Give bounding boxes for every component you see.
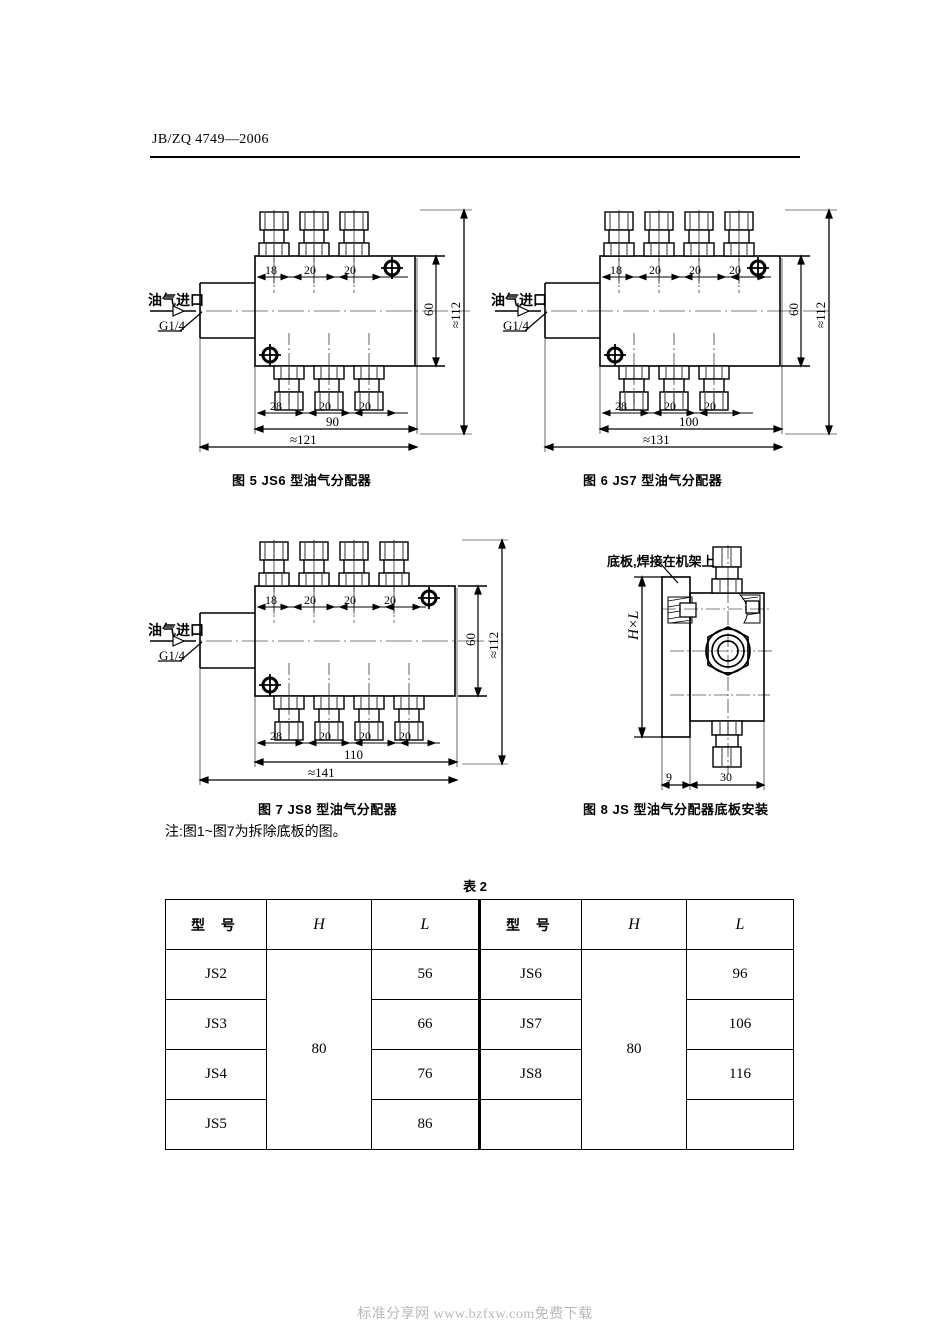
cell-l-right: 116 [686,1049,794,1100]
figure-8-plate-label: 底板,焊接在机架上 [607,554,715,569]
svg-text:≈131: ≈131 [643,432,670,447]
figure-7-thread-label: G1/4 [159,648,185,663]
svg-text:28: 28 [615,399,627,413]
table-row: JS5 86 [165,1099,794,1150]
svg-text:20: 20 [704,399,716,413]
header-rule [150,156,800,158]
mounting-hole-symbol [604,344,626,366]
mounting-hole-symbol [259,674,281,696]
col-header-model-right: 型 号 [478,899,582,950]
cell-l-right-empty [686,1099,794,1150]
svg-text:20: 20 [319,729,331,743]
fig8-dim-left-value: 9 [666,770,672,784]
figure-6-drawing: 18 20 20 20 28 20 20 100 [485,198,850,463]
cell-model-left: JS2 [165,949,267,1000]
specification-table: 型 号 H L 型 号 H L JS2 80 56 JS6 80 96 JS3 … [165,899,794,1150]
figure-8-caption: 图 8 JS 型油气分配器底板安装 [583,802,769,817]
dim-height-inner: 60 [421,303,436,316]
cell-model-right: JS8 [478,1049,582,1100]
svg-text:20: 20 [344,593,356,607]
figure-7-caption: 图 7 JS8 型油气分配器 [258,802,398,817]
cell-h-left: 80 [266,949,372,1150]
page-header-standard-code: JB/ZQ 4749—2006 [152,132,269,147]
col-header-l-right: L [686,899,794,950]
figure-6-inlet-label: 油气进口 [491,292,547,308]
figure-7-drawing: 18 20 20 20 28 20 20 20 110 [140,528,510,803]
mounting-hole-symbol [381,257,403,279]
dim-bot-2: 20 [319,399,331,413]
figure-5-inlet-label: 油气进口 [148,292,204,308]
svg-text:≈112: ≈112 [486,632,501,658]
col-header-h-left: H [266,899,372,950]
figure-6-caption: 图 6 JS7 型油气分配器 [583,473,723,488]
dim-bot-3: 20 [359,399,371,413]
figure-5-caption: 图 5 JS6 型油气分配器 [232,473,372,488]
cell-l-right: 96 [686,949,794,1000]
svg-text:20: 20 [384,593,396,607]
cell-model-left: JS5 [165,1099,267,1150]
table-row: JS2 80 56 JS6 80 96 [165,949,794,1150]
cell-h-right: 80 [581,949,687,1150]
mounting-hole-symbol [259,344,281,366]
svg-text:20: 20 [649,263,661,277]
dim-top-1: 18 [265,263,277,277]
col-header-l-left: L [371,899,480,950]
col-header-model-left: 型 号 [165,899,267,950]
figures-note: 注:图1~图7为拆除底板的图。 [165,823,347,839]
dim-overall-width: 90 [326,414,339,429]
svg-text:20: 20 [729,263,741,277]
svg-text:≈141: ≈141 [308,765,335,780]
cell-model-left: JS4 [165,1049,267,1100]
cell-l-left: 86 [371,1099,480,1150]
col-header-h-right: H [581,899,687,950]
figure-8-drawing: 9 30 [600,545,830,795]
figure-5-thread-label: G1/4 [159,318,185,333]
table-header-row: 型 号 H L 型 号 H L [165,899,794,950]
svg-text:60: 60 [463,633,478,646]
table-row: JS3 66 JS7 106 [165,999,794,1050]
svg-text:18: 18 [610,263,622,277]
cell-model-right: JS6 [478,949,582,1000]
dim-total-width: ≈121 [290,432,317,447]
svg-text:18: 18 [265,593,277,607]
cell-l-left: 66 [371,999,480,1050]
cell-l-left: 76 [371,1049,480,1100]
cell-model-right: JS7 [478,999,582,1050]
table-row: JS4 76 JS8 116 [165,1049,794,1100]
figure-6-thread-label: G1/4 [503,318,529,333]
figure-5-drawing: 18 20 20 28 20 20 90 [140,198,500,463]
svg-text:100: 100 [679,414,699,429]
figure-7-inlet-label: 油气进口 [148,622,204,638]
svg-text:20: 20 [359,729,371,743]
dim-height-total: ≈112 [448,302,463,328]
cell-l-right: 106 [686,999,794,1050]
dim-bot-1: 28 [270,399,282,413]
dim-top-3: 20 [344,263,356,277]
page-footer-watermark: 标准分享网 www.bzfxw.com免费下载 [357,1307,593,1322]
dim-top-2: 20 [304,263,316,277]
svg-text:20: 20 [689,263,701,277]
svg-text:20: 20 [304,593,316,607]
svg-text:60: 60 [786,303,801,316]
figure-8-hl-label: H×L [626,610,642,640]
svg-text:≈112: ≈112 [813,302,828,328]
cell-l-left: 56 [371,949,480,1000]
svg-text:110: 110 [344,747,363,762]
cell-model-right-empty [478,1099,582,1150]
fig8-dim-right-value: 30 [720,770,732,784]
mounting-hole-symbol [418,587,440,609]
svg-text:20: 20 [664,399,676,413]
cell-model-left: JS3 [165,999,267,1050]
svg-text:20: 20 [399,729,411,743]
table-2-title: 表 2 [463,879,487,894]
svg-text:28: 28 [270,729,282,743]
